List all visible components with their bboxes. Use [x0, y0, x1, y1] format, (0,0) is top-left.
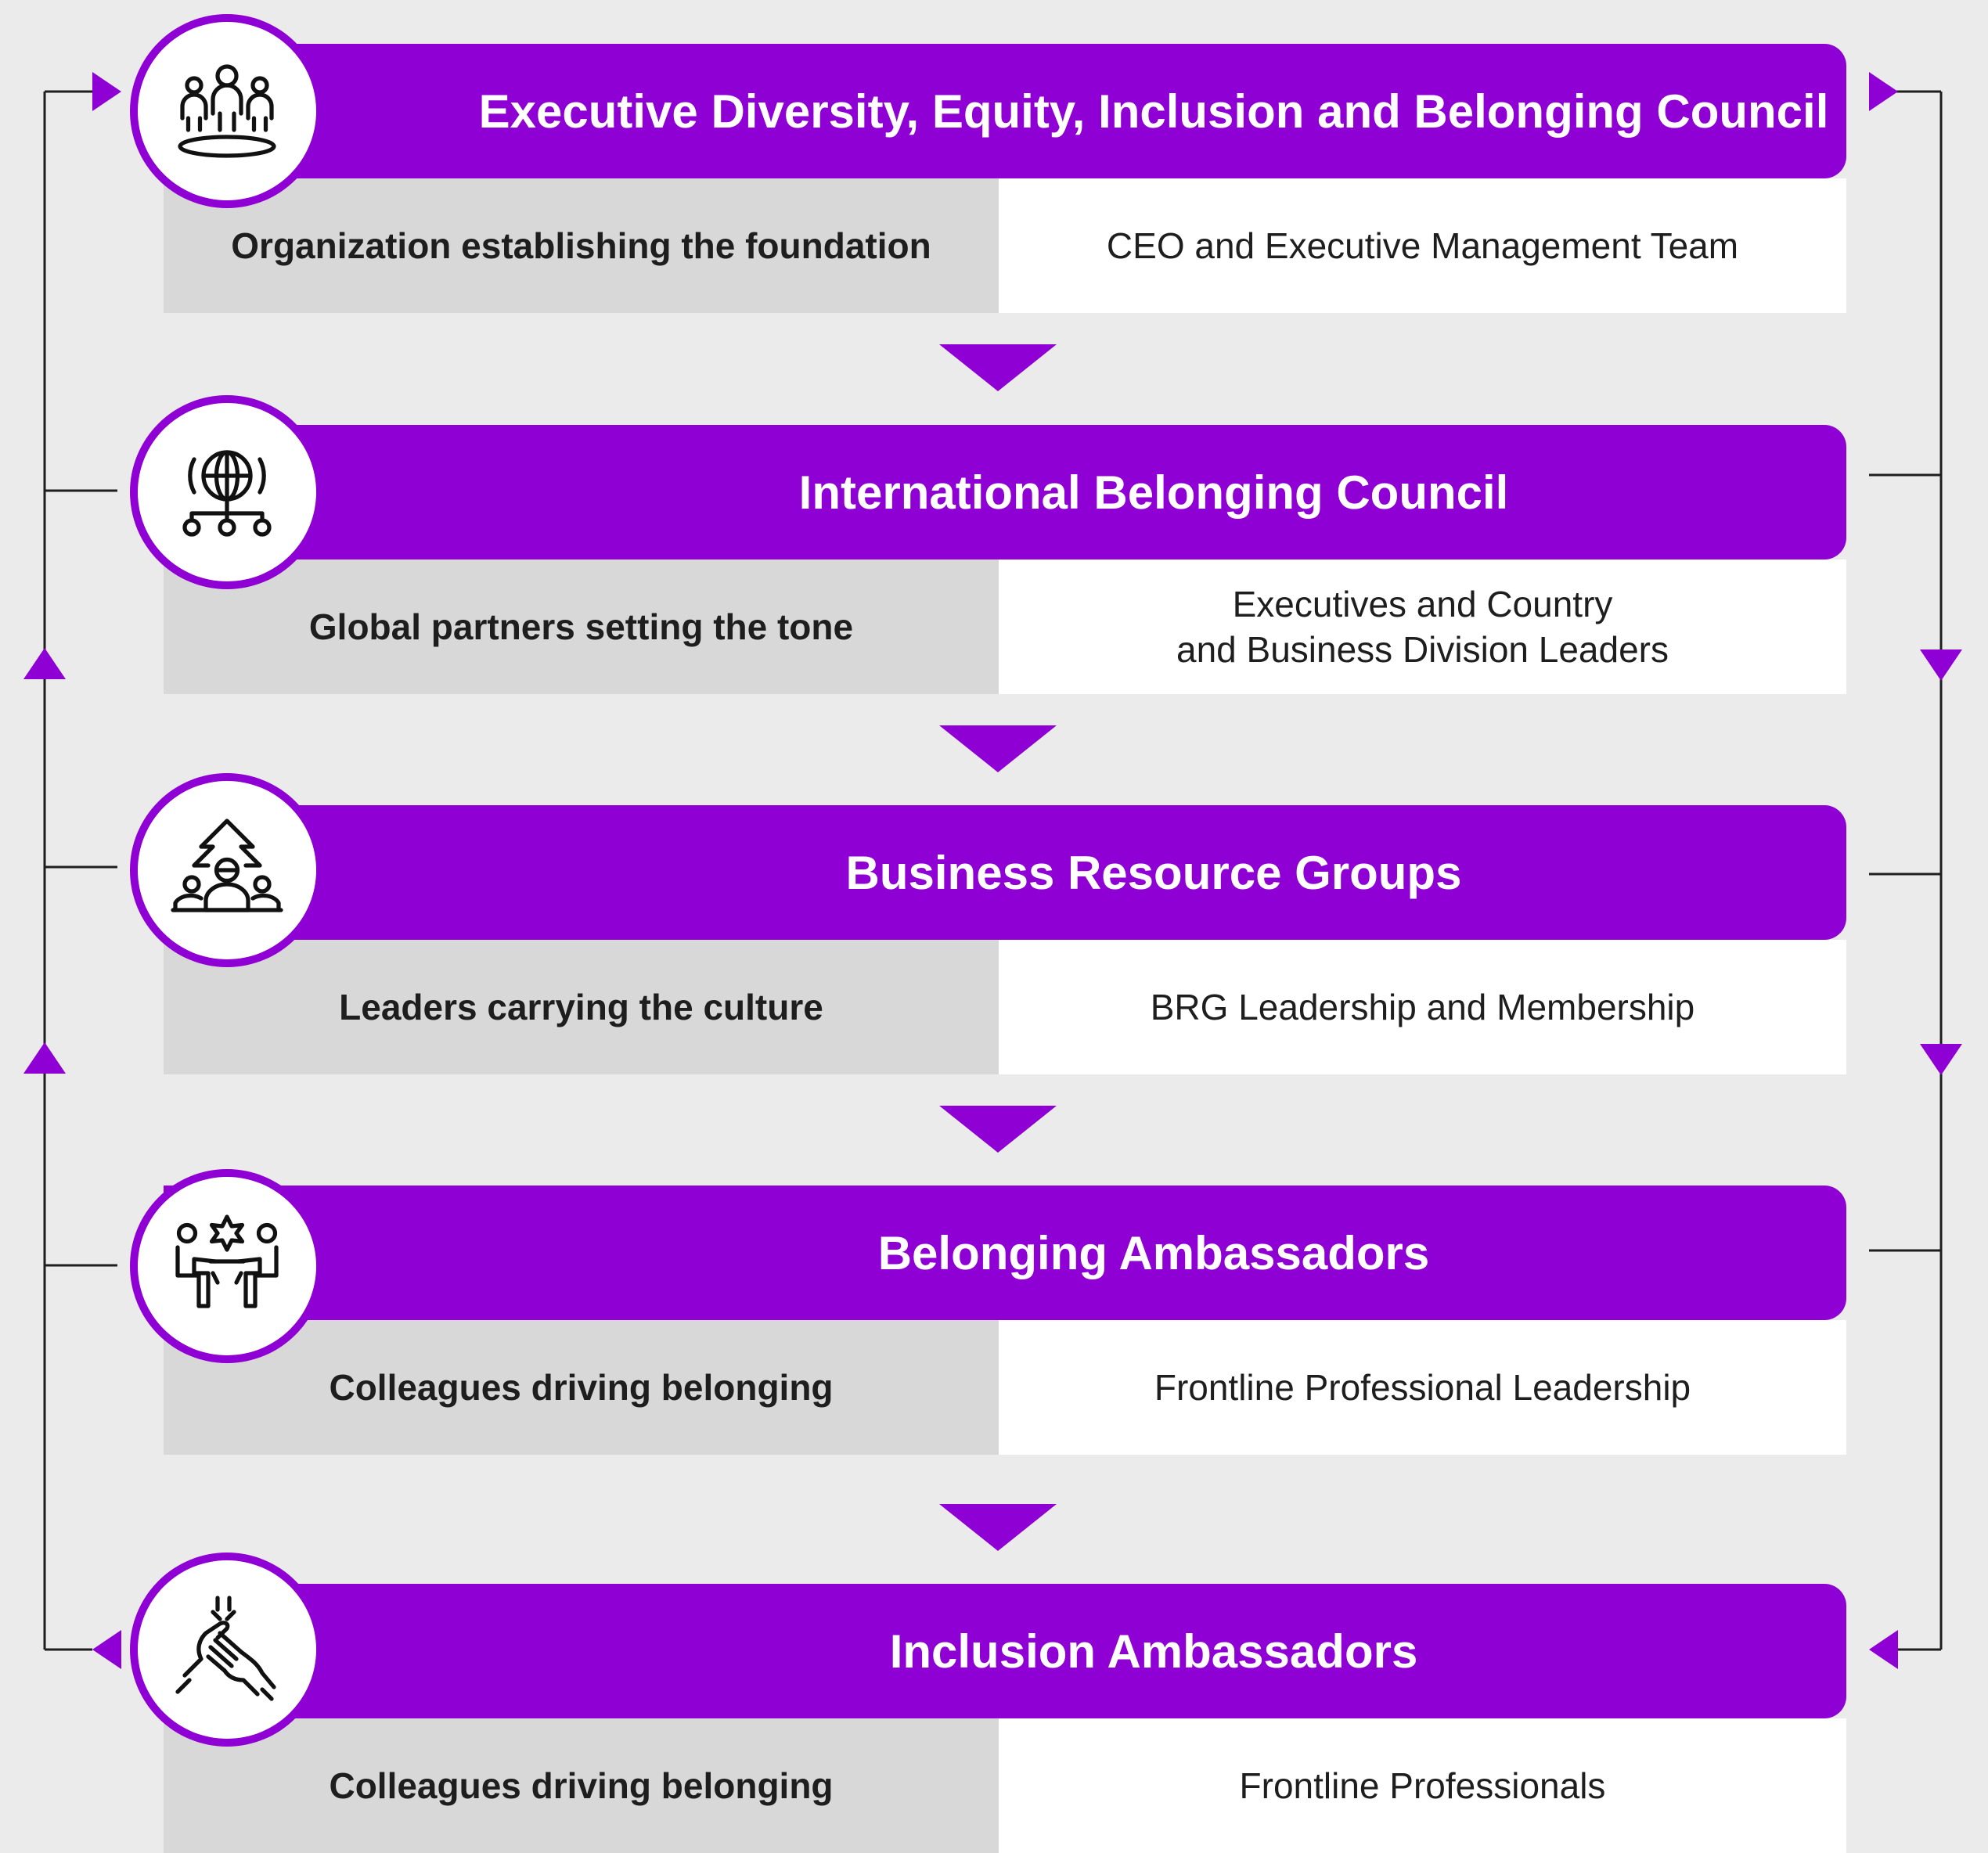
- tier-members: CEO and Executive Management Team: [999, 178, 1846, 313]
- arrow-down-2: [939, 725, 1057, 772]
- tier-role: Colleagues driving belonging: [164, 1718, 999, 1853]
- people-collaborating-icon: [175, 1214, 279, 1308]
- tier-header-executive-council: Executive Diversity, Equity, Inclusion a…: [164, 44, 1846, 178]
- tier-title: Belonging Ambassadors: [877, 1226, 1430, 1279]
- tier-header-inclusion-ambassadors: Inclusion Ambassadors: [164, 1584, 1846, 1718]
- arrow-right-into-bottom: [1869, 1630, 1898, 1669]
- tier-title: Inclusion Ambassadors: [889, 1625, 1418, 1678]
- tier-info-row: Global partners setting the tone Executi…: [164, 559, 1846, 694]
- tier-role: Organization establishing the foundation: [164, 178, 999, 313]
- arrow-left-out-of-tier1: [1869, 72, 1898, 111]
- tier-icon-badge: [130, 395, 324, 589]
- tier-icon-badge: [130, 14, 324, 208]
- arrow-down-right-1: [1920, 649, 1962, 681]
- tier-title: Executive Diversity, Equity, Inclusion a…: [478, 85, 1829, 138]
- tier-members: Executives and Country and Business Divi…: [999, 559, 1846, 694]
- tier-info-row: Colleagues driving belonging Frontline P…: [164, 1320, 1846, 1455]
- arrow-right-into-tier1: [92, 72, 121, 111]
- tier-title: International Belonging Council: [798, 466, 1509, 519]
- people-arrow-up-icon: [171, 819, 283, 912]
- arrow-down-1: [939, 344, 1057, 391]
- arrow-left-into-tier5: [92, 1630, 121, 1669]
- tier-info-row: Leaders carrying the culture BRG Leaders…: [164, 940, 1846, 1074]
- globe-network-icon: [182, 450, 272, 537]
- tier-icon-badge: [130, 1169, 324, 1363]
- tier-members: Frontline Professionals: [999, 1718, 1846, 1853]
- arrow-up-left-2: [23, 1042, 66, 1074]
- tier-members: Frontline Professional Leadership: [999, 1320, 1846, 1455]
- tier-header-business-resource-groups: Business Resource Groups: [164, 805, 1846, 940]
- tier-header-belonging-ambassadors: Belonging Ambassadors: [164, 1186, 1846, 1320]
- arrow-up-left-1: [23, 648, 66, 679]
- tier-icon-badge: [130, 1553, 324, 1747]
- tier-info-row: Organization establishing the foundation…: [164, 178, 1846, 313]
- tier-role: Global partners setting the tone: [164, 559, 999, 694]
- tier-members: BRG Leadership and Membership: [999, 940, 1846, 1074]
- tier-role: Colleagues driving belonging: [164, 1320, 999, 1455]
- tier-icon-badge: [130, 773, 324, 967]
- tier-header-international-council: International Belonging Council: [164, 425, 1846, 559]
- people-group-icon: [178, 64, 276, 158]
- arrow-down-4: [939, 1504, 1057, 1551]
- tier-info-row: Colleagues driving belonging Frontline P…: [164, 1718, 1846, 1853]
- tier-title: Business Resource Groups: [845, 846, 1462, 899]
- arrow-down-right-2: [1920, 1044, 1962, 1075]
- helping-hands-icon: [175, 1596, 276, 1701]
- arrow-down-3: [939, 1106, 1057, 1153]
- tier-role: Leaders carrying the culture: [164, 940, 999, 1074]
